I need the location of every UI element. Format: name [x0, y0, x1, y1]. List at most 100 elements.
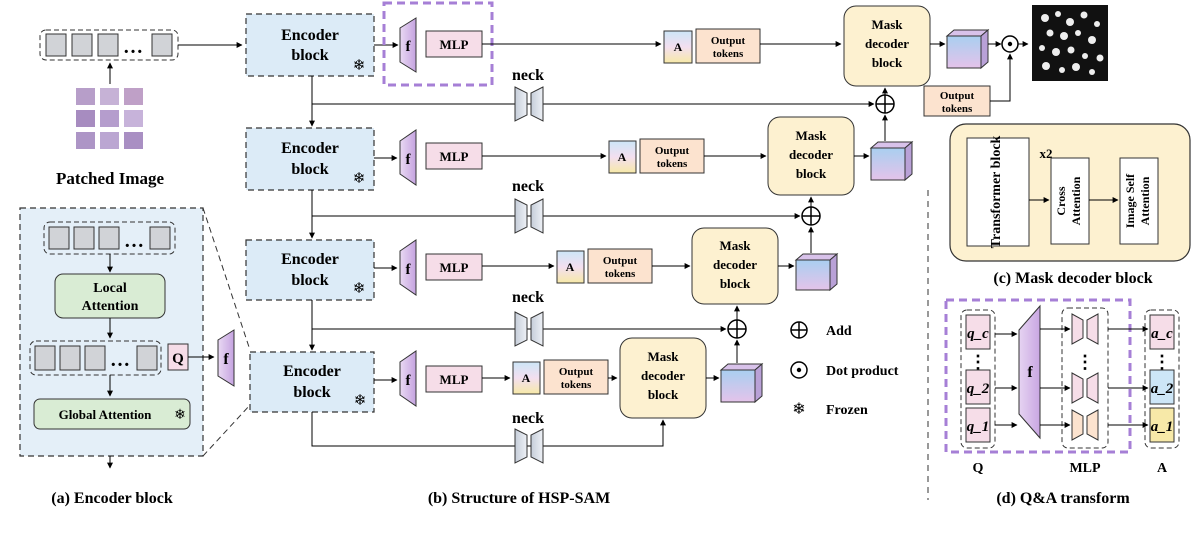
token-cell — [98, 226, 120, 250]
encoder-label-2: block — [291, 47, 328, 64]
a-1-token — [1149, 407, 1175, 443]
output-tokens-label-1: Output — [711, 35, 746, 47]
a-token — [512, 361, 541, 395]
f-funnel — [217, 329, 235, 387]
f-funnel — [399, 239, 417, 296]
q-token-label: Q — [172, 351, 184, 367]
dot-product-node — [1001, 35, 1019, 53]
segmentation-mask-output — [1032, 5, 1108, 81]
a-c-label: a_c — [1151, 326, 1173, 342]
token-cell — [151, 33, 173, 57]
encoder-label-1: Encoder — [283, 363, 341, 380]
f-funnel — [399, 129, 417, 186]
encoder-label-2: block — [293, 384, 330, 401]
encoder-label-2: block — [291, 272, 328, 289]
q-2-label: q_2 — [967, 381, 990, 397]
patched-image — [76, 88, 143, 149]
a-c-token — [1149, 314, 1175, 350]
encoder-label-2: block — [291, 161, 328, 178]
a-label: A — [566, 260, 575, 274]
output-tokens-label-1: Output — [559, 366, 594, 378]
mask-decoder-label-2: decoder — [713, 257, 757, 272]
output-tokens-label-2: tokens — [561, 379, 592, 391]
global-attention-box — [33, 398, 191, 430]
caption-b: (b) Structure of HSP-SAM — [428, 490, 610, 507]
output-tokens-1: A Output tokens — [663, 28, 842, 64]
mlp-unit-2 — [1071, 372, 1099, 404]
encoder-label-1: Encoder — [281, 27, 339, 44]
output-tokens-3: A Output tokens — [556, 248, 691, 284]
neck-1: neck — [512, 67, 544, 122]
neck-2: neck — [512, 178, 544, 234]
mlp-box — [425, 253, 483, 281]
f-label: f — [223, 351, 229, 368]
output-tokens-label-1: Output — [603, 255, 638, 267]
a-2-label: a_2 — [1151, 381, 1174, 397]
a-column — [1144, 309, 1180, 449]
output-tokens-2: A Output tokens — [608, 138, 767, 174]
f-funnel — [399, 350, 417, 407]
mlp-axis-label: MLP — [1069, 461, 1101, 476]
encoder-block-3: Encoder block ❄ — [245, 239, 375, 301]
a-label: A — [522, 371, 531, 385]
caption-c: (c) Mask decoder block — [993, 270, 1152, 287]
token-cell — [97, 33, 119, 57]
cube-4 — [719, 362, 764, 404]
encoder-label-1: Encoder — [281, 140, 339, 157]
snowflake-icon: ❄ — [792, 401, 805, 418]
neck-label: neck — [512, 67, 544, 84]
mlp-box — [425, 30, 483, 58]
mask-decoder-label-2: decoder — [641, 368, 685, 383]
cube-3 — [794, 252, 839, 292]
mask-decoder-2: Mask decoder block — [767, 116, 855, 196]
vertical-ellipsis: ⋮ — [1153, 352, 1171, 372]
mlp-box — [425, 142, 483, 170]
snowflake-icon: ❄ — [353, 58, 366, 74]
f-funnel — [399, 17, 417, 73]
mask-decoder-label-2: decoder — [865, 36, 909, 51]
mask-decoder-1: Mask decoder block — [843, 5, 931, 87]
encoder-block-4: Encoder block ❄ — [249, 351, 375, 413]
ellipsis: … — [124, 230, 144, 252]
output-tokens-box — [587, 248, 653, 284]
a-1-label: a_1 — [1151, 419, 1174, 435]
q-2-token — [965, 369, 991, 405]
q-c-token — [965, 314, 991, 350]
global-attention-label: Global Attention — [59, 407, 153, 422]
token-cell — [71, 33, 93, 57]
output-tokens-label-2: tokens — [657, 158, 688, 170]
add-node-1 — [875, 94, 895, 114]
output-tokens-label-1: Output — [655, 145, 690, 157]
cross-attention-label-1: Cross — [1054, 186, 1068, 215]
a-token — [556, 250, 585, 284]
image-self-attention-box — [1119, 157, 1159, 245]
a-label: A — [674, 40, 683, 54]
mask-decoder-3: Mask decoder block — [691, 227, 779, 305]
token-cell — [149, 226, 171, 250]
token-cell — [84, 345, 106, 371]
a-label: A — [618, 150, 627, 164]
panel-d: q_c ⋮ q_2 q_1 f ⋮ a_c ⋮ — [944, 298, 1180, 507]
mlp-label: MLP — [440, 37, 469, 52]
output-tokens-label-1: Output — [940, 90, 975, 102]
self-attention-label-2: Attention — [1138, 176, 1152, 225]
q-1-label: q_1 — [967, 419, 990, 435]
cross-attention-box — [1050, 157, 1090, 245]
output-tokens-label-2: tokens — [713, 48, 744, 60]
q-1-token — [965, 407, 991, 443]
f-label: f — [1027, 364, 1033, 381]
transformer-block-box — [966, 137, 1030, 247]
mask-decoder-label-1: Mask — [871, 17, 903, 32]
output-tokens-box — [639, 138, 705, 174]
mlp-label: MLP — [440, 260, 469, 275]
times-two-label: x2 — [1040, 146, 1053, 161]
panel-c: Transformer block x2 Cross Attention Ima… — [949, 123, 1191, 287]
mlp-box — [425, 365, 483, 393]
neck-3: neck — [512, 289, 544, 347]
vertical-ellipsis: ⋮ — [1076, 352, 1094, 372]
patched-image-label: Patched Image — [56, 169, 165, 188]
encoder-label-1: Encoder — [281, 251, 339, 268]
local-attention-label-2: Attention — [82, 299, 139, 314]
legend-add-label: Add — [826, 324, 852, 339]
mask-decoder-label-3: block — [720, 276, 751, 291]
